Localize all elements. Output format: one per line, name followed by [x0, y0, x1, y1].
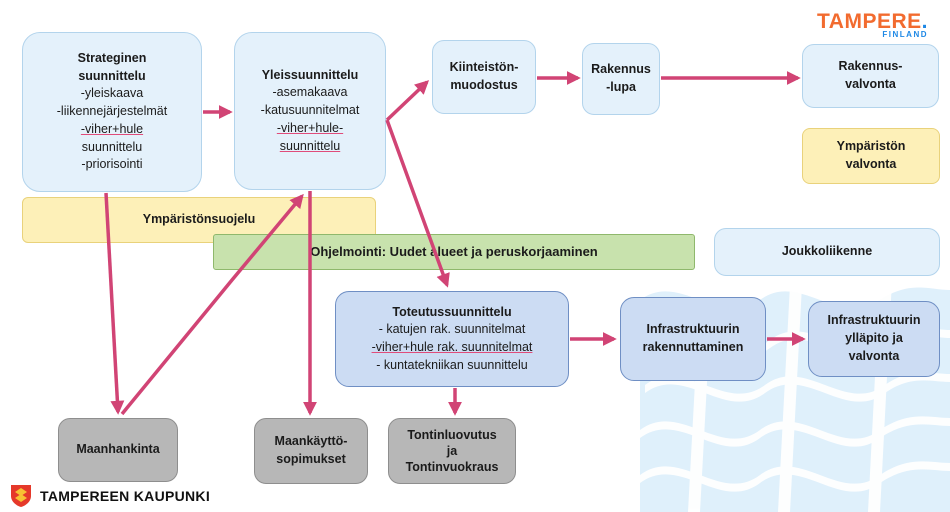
infra-rak-line-2: rakennuttaminen	[642, 340, 744, 354]
tontinluovutus-line-2: ja	[446, 443, 458, 458]
strateginen-line-yleiskaava: -yleiskaava	[80, 86, 144, 101]
tontinluovutus-line-3: Tontinvuokraus	[405, 460, 499, 475]
strateginen-title-1: Strateginen	[77, 50, 147, 65]
strateginen-suunnittelu-box: Strateginen suunnittelu -yleiskaava -lii…	[22, 32, 202, 192]
toteutus-title: Toteutussuunnittelu	[392, 304, 512, 319]
finland-logo-text: FINLAND	[882, 30, 928, 39]
maankayttosopimukset-box: Maankäyttö- sopimukset	[254, 418, 368, 484]
tampere-coat-of-arms-icon	[11, 485, 31, 507]
yleis-line-viherhule: -viher+hule-	[276, 120, 344, 135]
ympariston-valvonta-box: Ympäristön valvonta	[802, 128, 940, 184]
arrow-yleis-to-kiinteisto	[385, 80, 430, 122]
strateginen-line-liikenne: -liikennejärjestelmät	[56, 104, 168, 119]
ohjelmointi-label: Ohjelmointi: Uudet alueet ja peruskorjaa…	[310, 243, 598, 259]
infra-yllapito-line-1: Infrastruktuurin	[827, 313, 921, 328]
joukkoliikenne-label: Joukkoliikenne	[781, 244, 873, 259]
strateginen-line-viherhule: -viher+hule	[80, 121, 144, 136]
toteutussuunnittelu-box: Toteutussuunnittelu - katujen rak. suunn…	[335, 291, 569, 387]
rakennusvalvonta-line-1: Rakennus-	[838, 59, 903, 74]
maanhankinta-box: Maanhankinta	[58, 418, 178, 482]
maankaytto-line-1: Maankäyttö-	[274, 434, 348, 449]
yleis-line-suunnittelu: suunnittelu	[279, 138, 341, 153]
joukkoliikenne-box: Joukkoliikenne	[714, 228, 940, 276]
ympariston-valvonta-line-2: valvonta	[845, 157, 897, 171]
tontinluovutus-box: Tontinluovutus ja Tontinvuokraus	[388, 418, 516, 484]
tampere-finland-logo: TAMPERE. FINLAND	[817, 10, 928, 39]
yleis-line-asemakaava: -asemakaava	[272, 85, 348, 100]
rakennuslupa-line-1: Rakennus	[591, 62, 651, 77]
infra-rak-line-1: Infrastruktuurin	[646, 322, 740, 337]
toteutus-line-katujen: - katujen rak. suunnitelmat	[378, 322, 526, 337]
rakennusvalvonta-box: Rakennus- valvonta	[802, 44, 939, 108]
yleissuunnittelu-box: Yleissuunnittelu -asemakaava -katusuunni…	[234, 32, 386, 190]
yleis-line-katusuunnitelmat: -katusuunnitelmat	[260, 103, 360, 118]
maankaytto-line-2: sopimukset	[276, 452, 346, 466]
ohjelmointi-box: Ohjelmointi: Uudet alueet ja peruskorjaa…	[213, 234, 695, 270]
rakennusvalvonta-line-2: valvonta	[845, 77, 896, 91]
rakennuslupa-box: Rakennus -lupa	[582, 43, 660, 115]
yleis-title: Yleissuunnittelu	[261, 67, 359, 82]
tontinluovutus-line-1: Tontinluovutus	[407, 427, 497, 442]
ympariston-valvonta-line-1: Ympäristön	[836, 139, 906, 154]
toteutus-line-viherhule: -viher+hule rak. suunnitelmat	[371, 340, 533, 354]
infra-yllapito-box: Infrastruktuurin ylläpito ja valvonta	[808, 301, 940, 377]
strateginen-title-2: suunnittelu	[78, 68, 146, 83]
strateginen-line-suunnittelu: suunnittelu	[81, 139, 143, 154]
kiinteisto-line-1: Kiinteistön-	[449, 60, 519, 75]
city-name-text: TAMPEREEN KAUPUNKI	[40, 488, 211, 504]
tampere-logo-dot: .	[921, 10, 928, 33]
maanhankinta-label: Maanhankinta	[76, 442, 160, 457]
kiinteistonmuodostus-box: Kiinteistön- muodostus	[432, 40, 536, 114]
infra-yllapito-line-2: ylläpito ja	[845, 331, 903, 346]
rakennuslupa-line-2: -lupa	[606, 80, 636, 94]
strateginen-line-priorisointi: -priorisointi	[81, 157, 143, 172]
infra-yllapito-line-3: valvonta	[848, 348, 900, 363]
toteutus-line-kuntatekniikka: - kuntatekniikan suunnittelu	[376, 357, 528, 372]
ymparistonsuojelu-label: Ympäristönsuojelu	[142, 212, 256, 227]
tampere-logo-word: TAMPERE	[817, 10, 922, 33]
kiinteisto-line-2: muodostus	[450, 78, 518, 92]
infra-rakennuttaminen-box: Infrastruktuurin rakennuttaminen	[620, 297, 766, 381]
tampereen-kaupunki-logo: TAMPEREEN KAUPUNKI	[10, 484, 210, 508]
